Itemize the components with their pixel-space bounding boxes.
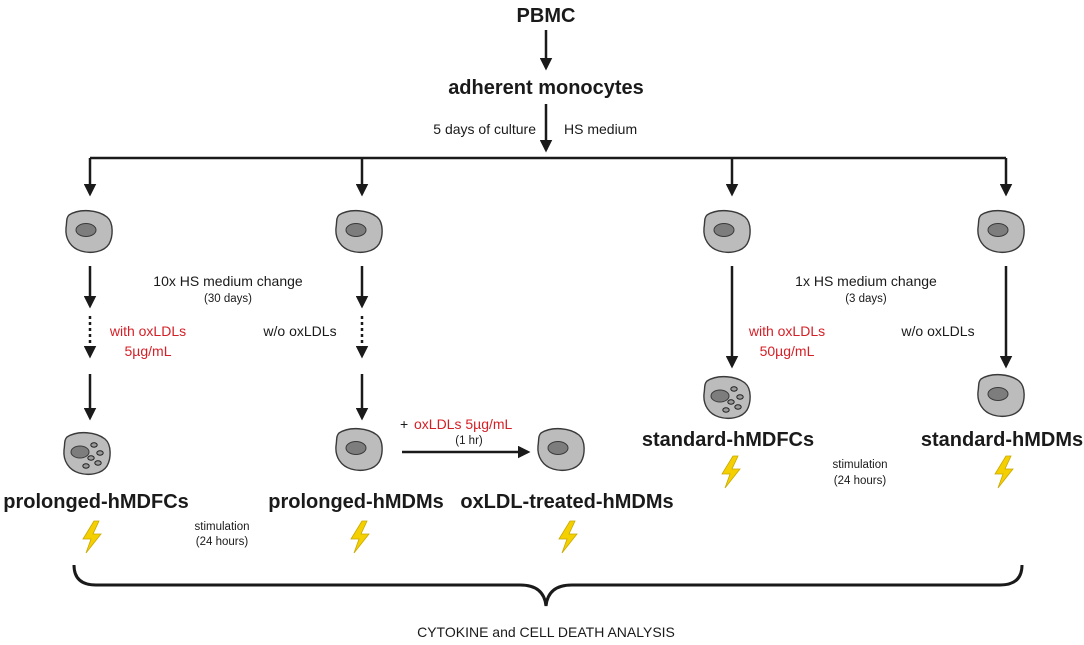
standard-medium-duration: (3 days) <box>845 293 887 305</box>
standard-hmdm-cell <box>977 373 1025 418</box>
grouping-brace <box>72 564 1024 607</box>
stimulation-right-duration: (24 hours) <box>834 475 887 487</box>
monocyte-cell-1 <box>65 209 113 254</box>
prolonged-hmdfc-cell <box>63 431 111 476</box>
standard-hmdfc-cell <box>703 375 751 420</box>
stimulation-left-duration: (24 hours) <box>196 536 249 548</box>
standard-oxldl-conc: 50µg/mL <box>760 343 815 359</box>
culture-medium-label: HS medium <box>564 121 637 137</box>
standard-hmdfcs-label: standard-hMDFCs <box>642 429 814 451</box>
treatment-label: oxLDLs 5µg/mL <box>414 416 513 432</box>
prolonged-without-oxldl: w/o oxLDLs <box>262 323 336 339</box>
lightning-icon <box>558 520 578 554</box>
prolonged-hmdfcs-label: prolonged-hMDFCs <box>3 491 189 513</box>
prolonged-medium-duration: (30 days) <box>204 293 252 305</box>
prolonged-medium-change: 10x HS medium change <box>153 273 303 289</box>
pbmc-label: PBMC <box>517 5 576 27</box>
monocyte-cell-3 <box>703 209 751 254</box>
lightning-icon <box>82 520 102 554</box>
standard-medium-change: 1x HS medium change <box>795 273 937 289</box>
lightning-icon <box>350 520 370 554</box>
culture-duration-label: 5 days of culture <box>433 121 536 137</box>
standard-with-oxldl: with oxLDLs <box>748 323 825 339</box>
oxldl-treated-cell <box>537 427 585 472</box>
prolonged-with-oxldl: with oxLDLs <box>109 323 186 339</box>
treatment-duration: (1 hr) <box>455 435 483 447</box>
monocyte-cell-2 <box>335 209 383 254</box>
lightning-icon <box>994 455 1014 489</box>
standard-without-oxldl: w/o oxLDLs <box>900 323 974 339</box>
stimulation-right-label: stimulation <box>833 459 888 471</box>
treatment-plus: + <box>400 416 408 432</box>
lightning-icon <box>721 455 741 489</box>
monocyte-cell-4 <box>977 209 1025 254</box>
prolonged-oxldl-conc: 5µg/mL <box>125 343 172 359</box>
adherent-monocytes-label: adherent monocytes <box>448 77 644 99</box>
prolonged-hmdms-label: prolonged-hMDMs <box>268 491 444 513</box>
analysis-label: CYTOKINE and CELL DEATH ANALYSIS <box>417 624 675 640</box>
standard-hmdms-label: standard-hMDMs <box>921 429 1083 451</box>
stimulation-left-label: stimulation <box>195 521 250 533</box>
oxldl-treated-hmdms-label: oxLDL-treated-hMDMs <box>460 491 673 513</box>
prolonged-hmdm-cell <box>335 427 383 472</box>
